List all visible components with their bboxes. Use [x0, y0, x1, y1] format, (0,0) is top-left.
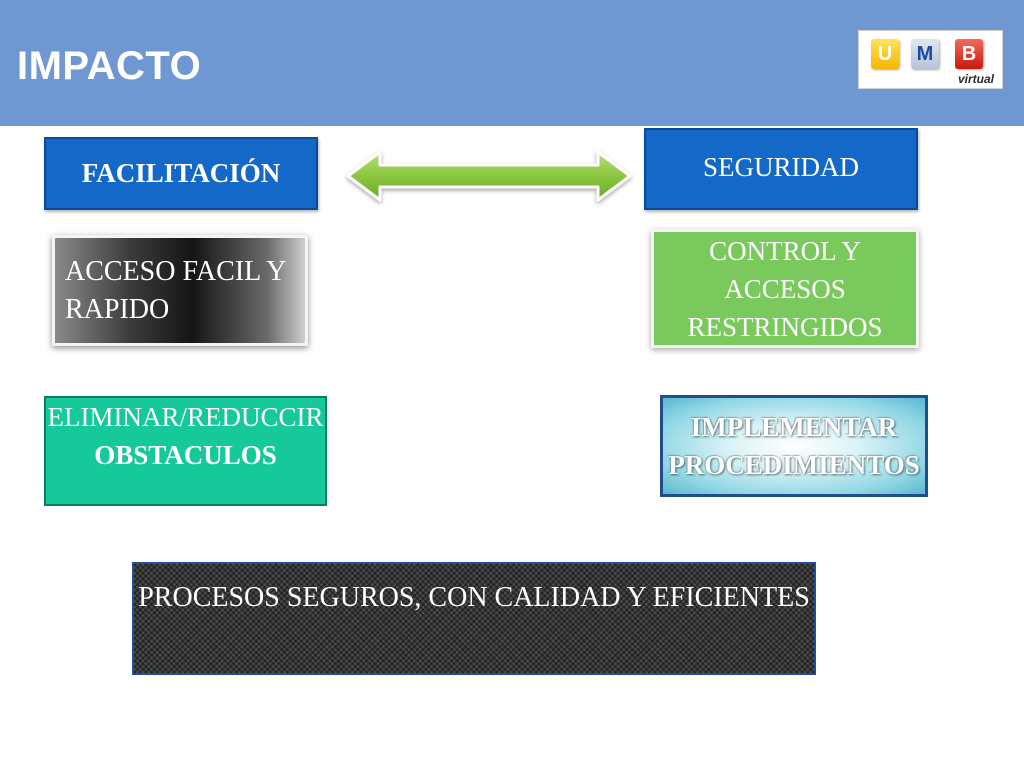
double-arrow-icon — [346, 150, 632, 202]
eliminar-line-2: OBSTACULOS — [94, 440, 277, 470]
logo-letter-u: U — [871, 39, 899, 69]
page-title: IMPACTO — [17, 44, 202, 88]
header-bar: IMPACTO U M B virtual — [0, 0, 1024, 126]
logo-letter-m: M — [911, 39, 939, 69]
facilitacion-box: FACILITACIÓN — [44, 137, 318, 210]
control-accesos-line-3: RESTRINGIDOS — [687, 311, 883, 342]
acceso-facil-box: ACCESO FACIL Y RAPIDO — [52, 235, 308, 346]
implementar-line-1: IMPLEMENTAR — [690, 412, 898, 442]
seguridad-box: SEGURIDAD — [644, 128, 918, 210]
seguridad-label: SEGURIDAD — [702, 152, 859, 182]
logo-subtitle: virtual — [957, 72, 994, 86]
facilitacion-label: FACILITACIÓN — [81, 158, 281, 188]
procesos-seguros-box: PROCESOS SEGUROS, CON CALIDAD Y EFICIENT… — [132, 562, 816, 675]
implementar-procedimientos-box: IMPLEMENTAR PROCEDIMIENTOS — [660, 395, 928, 497]
control-accesos-line-1: CONTROL Y — [709, 235, 861, 266]
umb-virtual-logo: U M B virtual — [858, 30, 1003, 89]
control-accesos-box: CONTROL Y ACCESOS RESTRINGIDOS — [651, 229, 919, 348]
eliminar-line-1: ELIMINAR/REDUCCIR — [47, 402, 324, 432]
double-arrow-shape — [346, 150, 632, 202]
logo-letter-b: B — [955, 39, 983, 69]
conclusion-label: PROCESOS SEGUROS, CON CALIDAD Y EFICIENT… — [138, 582, 810, 613]
implementar-line-2: PROCEDIMIENTOS — [668, 450, 920, 480]
acceso-facil-line-1: ACCESO FACIL Y — [65, 255, 287, 287]
acceso-facil-line-2: RAPIDO — [65, 293, 170, 325]
eliminar-obstaculos-box: ELIMINAR/REDUCCIR OBSTACULOS — [44, 396, 327, 506]
control-accesos-line-2: ACCESOS — [724, 273, 846, 304]
